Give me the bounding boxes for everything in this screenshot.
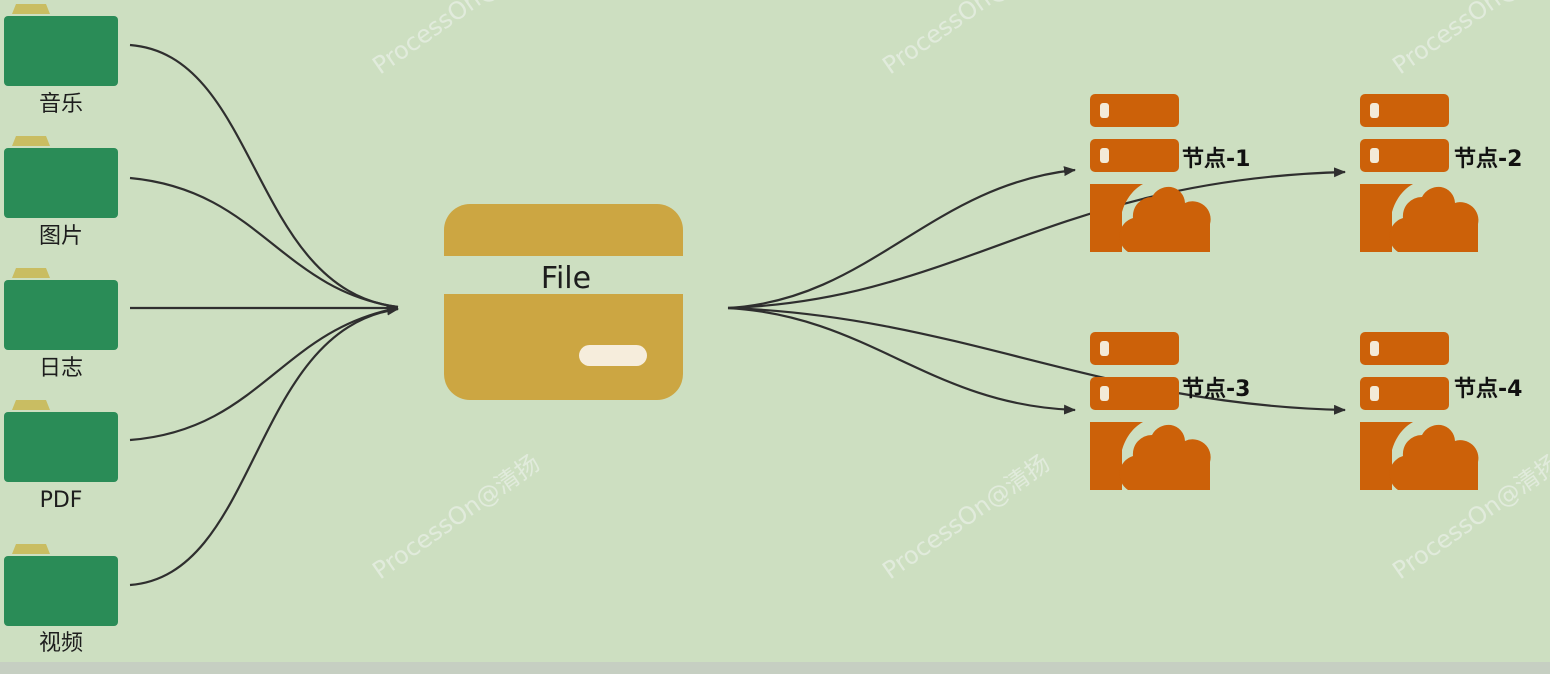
cloud-server-icon (1360, 94, 1479, 252)
node-label: 节点-4 (1454, 376, 1522, 402)
cloud-server-icon (1360, 332, 1479, 490)
edge-source-4 (129, 306, 399, 442)
file-node[interactable]: File (444, 204, 683, 400)
folder-icon (4, 268, 118, 350)
source-folder-2[interactable]: 图片 (4, 136, 118, 249)
watermark-text: ProcessOn@清扬 (877, 0, 1055, 80)
source-folder-1[interactable]: 音乐 (4, 4, 118, 117)
edge-source-1 (129, 43, 399, 309)
folder-label: PDF (40, 488, 83, 513)
bottom-strip (0, 662, 1550, 674)
edge-node-2 (727, 167, 1346, 310)
folder-label: 视频 (39, 631, 83, 656)
watermark-text: ProcessOn@清扬 (877, 449, 1055, 585)
node-label: 节点-3 (1182, 376, 1250, 402)
source-folder-5[interactable]: 视频 (4, 544, 118, 656)
cloud-server-icon (1090, 332, 1211, 490)
edge-source-2 (129, 176, 399, 309)
edges-out (727, 166, 1346, 415)
folder-label: 音乐 (39, 92, 83, 117)
edges-in (129, 43, 399, 587)
edge-node-4 (727, 306, 1346, 415)
node-label: 节点-1 (1182, 146, 1250, 172)
source-folder-3[interactable]: 日志 (4, 268, 118, 381)
watermark-text: ProcessOn@清扬 (367, 449, 545, 585)
node-label: 节点-2 (1454, 146, 1522, 172)
edge-source-5 (129, 305, 399, 587)
watermark-text: ProcessOn@清扬 (1387, 0, 1550, 80)
watermark-text: ProcessOn@清扬 (367, 0, 545, 80)
server-node-3[interactable]: 节点-3 (1090, 332, 1250, 490)
file-label: File (541, 261, 591, 296)
cloud-server-icon (1090, 94, 1211, 252)
folder-icon (4, 400, 118, 482)
edge-node-1 (727, 166, 1076, 310)
source-folder-4[interactable]: PDF (4, 400, 118, 513)
folder-label: 图片 (39, 224, 83, 249)
server-node-1[interactable]: 节点-1 (1090, 94, 1250, 252)
folder-icon (4, 544, 118, 626)
folder-icon (4, 136, 118, 218)
folder-icon (4, 4, 118, 86)
file-box-icon (444, 204, 683, 400)
server-node-4[interactable]: 节点-4 (1360, 332, 1522, 490)
server-node-2[interactable]: 节点-2 (1360, 94, 1522, 252)
folder-label: 日志 (39, 356, 83, 381)
edge-node-3 (727, 306, 1076, 415)
